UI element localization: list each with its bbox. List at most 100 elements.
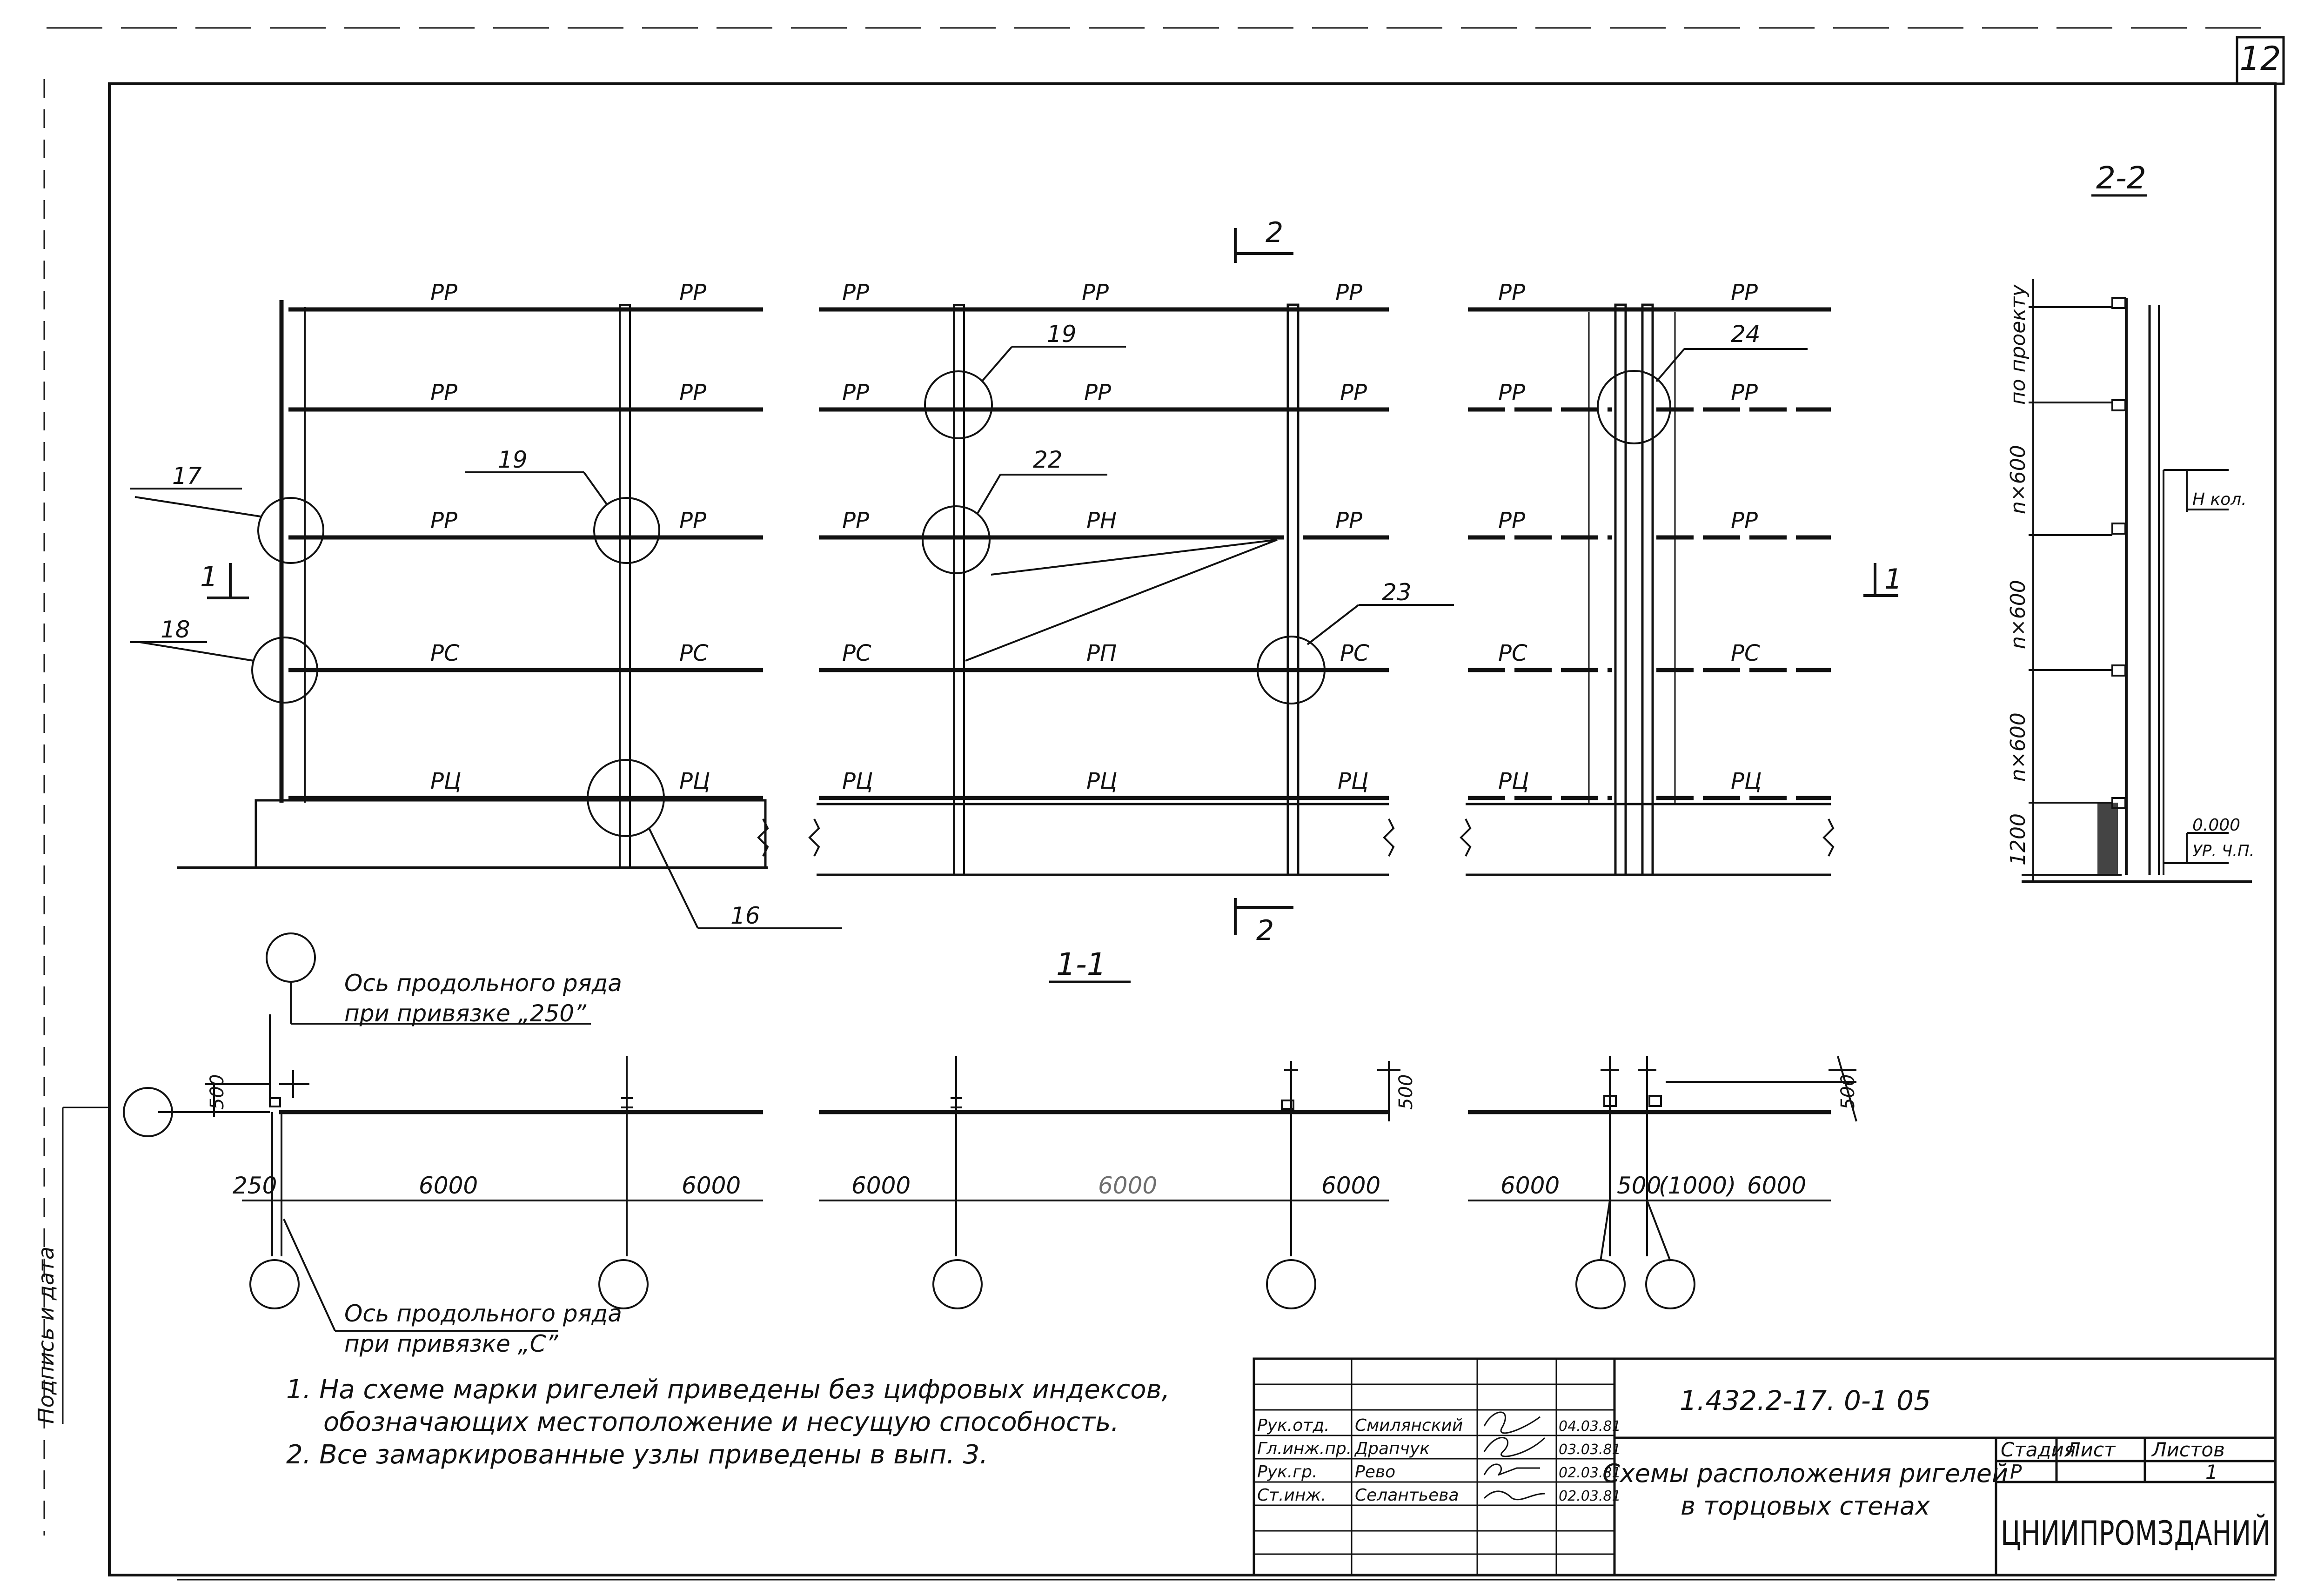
axis-note: при привязке „С” xyxy=(344,1330,559,1357)
riegel-label: РР xyxy=(679,380,706,406)
note-1-line-1: 1. На схеме марки ригелей приведены без … xyxy=(286,1375,1170,1405)
elevation-view: РР РР РР РР РР РР РР РР РР РР РР РР РР Р… xyxy=(130,216,1902,947)
axis-note: Ось продольного ряда xyxy=(344,1300,622,1327)
signature xyxy=(1483,1437,1546,1457)
riegel-label: РЦ xyxy=(1498,768,1529,794)
riegel-label: РН xyxy=(1086,508,1117,534)
dim-label: 1200 xyxy=(2006,813,2030,865)
column xyxy=(1286,303,1300,876)
node-circle xyxy=(1597,370,1671,444)
riegel-label: РЦ xyxy=(1731,768,1762,794)
riegel-label: РП xyxy=(1086,640,1117,666)
riegel-label: РР xyxy=(1082,280,1109,306)
level-mark: УР. Ч.П. xyxy=(2192,842,2254,860)
note-1-line-2: обозначающих местоположение и несущую сп… xyxy=(323,1407,1119,1437)
signature xyxy=(1483,1411,1541,1434)
stamp-stage-label: Стадия xyxy=(2001,1438,2076,1461)
riegel-label: РР xyxy=(1084,380,1111,406)
riegel-label: РР xyxy=(1498,380,1525,406)
riegel-label: РР xyxy=(430,380,457,406)
riegel-label: РР xyxy=(1335,280,1362,306)
riegel-label: РР xyxy=(1731,380,1758,406)
axis-bubble xyxy=(1575,1259,1626,1309)
column xyxy=(1614,303,1627,876)
stamp-sheet-label: Лист xyxy=(2065,1438,2116,1461)
sheet-frame xyxy=(108,82,2277,1576)
node-number: 18 xyxy=(161,616,190,643)
node-number: 24 xyxy=(1731,321,1761,348)
riegel-label: РС xyxy=(679,640,709,666)
axis-note: Ось продольного ряда xyxy=(344,970,622,997)
riegel-label: РС xyxy=(842,640,871,666)
left-margin-strip: Подпись и дата xyxy=(33,79,109,1536)
riegel-label: РР xyxy=(1335,508,1362,534)
stamp-title: Схемы расположения ригелей xyxy=(1602,1459,2008,1488)
dim-label: 6000 xyxy=(1747,1172,1806,1199)
node-number: 19 xyxy=(498,446,528,473)
stamp-date: 02.03.81 xyxy=(1559,1488,1621,1504)
node-circle xyxy=(593,497,660,564)
riegel-label: РР xyxy=(1731,280,1758,306)
riegel-label: РС xyxy=(1340,640,1369,666)
riegel-label: РЦ xyxy=(679,768,710,794)
riegel-label: РР xyxy=(430,280,457,306)
axis-bubble xyxy=(123,1087,173,1137)
riegel-label: РЦ xyxy=(1086,768,1117,794)
riegel-label: РС xyxy=(430,640,460,666)
stamp-code: 1.432.2-17. 0-1 05 xyxy=(1680,1385,1931,1416)
corner-number-box xyxy=(2236,36,2285,85)
stamp-name: Рево xyxy=(1355,1462,1395,1482)
riegel-label: РР xyxy=(1498,508,1525,534)
stamp-name: Селантьева xyxy=(1355,1486,1459,1505)
stamp-role: Рук.гр. xyxy=(1257,1462,1317,1482)
plan-1-1: 1-1 xyxy=(123,932,1859,1357)
riegel-label: РС xyxy=(1498,640,1527,666)
riegel-label: РР xyxy=(842,280,869,306)
node-number: 23 xyxy=(1382,579,1412,606)
column xyxy=(619,304,631,869)
riegel-label: РР xyxy=(1340,380,1367,406)
section-mark: 1 xyxy=(1884,563,1902,596)
stamp-stage: Р xyxy=(2010,1461,2022,1483)
node-circle xyxy=(251,637,318,704)
dim-label: (1000) xyxy=(1659,1172,1736,1199)
section-mark: 1 xyxy=(200,561,218,593)
axis-bubble xyxy=(1266,1259,1316,1309)
axis-note: при привязке „250” xyxy=(344,1000,587,1027)
stamp-role: Рук.отд. xyxy=(1257,1416,1330,1435)
level-mark: H кол. xyxy=(2192,490,2247,509)
corner-number: 12 xyxy=(2239,40,2281,78)
dim-label: 6000 xyxy=(851,1172,911,1199)
section-mark: 2 xyxy=(1266,216,1283,249)
dim-label: 6000 xyxy=(1500,1172,1560,1199)
stamp-name: Смилянский xyxy=(1355,1416,1463,1435)
axis-bubble xyxy=(932,1259,983,1309)
column xyxy=(953,304,965,876)
dim-label: 6000 xyxy=(682,1172,741,1199)
dim-label: 500 xyxy=(1837,1074,1859,1110)
node-circle xyxy=(922,505,991,574)
axis-bubble xyxy=(1645,1259,1695,1309)
node-number: 22 xyxy=(1033,446,1063,473)
node-circle xyxy=(1257,636,1326,704)
stamp-name: Драпчук xyxy=(1354,1439,1430,1458)
node-number: 16 xyxy=(730,902,760,929)
stamp-role: Ст.инж. xyxy=(1257,1486,1326,1505)
section-mark: 2 xyxy=(1256,914,1274,947)
title-block: Рук.отд. Смилянский 04.03.81 Гл.инж.пр. … xyxy=(1253,1357,2277,1576)
dim-label: n×600 xyxy=(2006,445,2030,514)
riegel-label: РР xyxy=(1731,508,1758,534)
stamp-sheets: 1 xyxy=(2205,1461,2218,1483)
section-2-2: 2-2 по проекту n×600 xyxy=(2006,160,2254,883)
note-2: 2. Все замаркированные узлы приведены в … xyxy=(286,1440,988,1470)
column xyxy=(1641,303,1654,876)
riegel-label: РР xyxy=(1498,280,1525,306)
node-number: 17 xyxy=(172,463,202,490)
stamp-date: 02.03.81 xyxy=(1559,1465,1621,1481)
riegel-label: РР xyxy=(842,380,869,406)
dim-label: n×600 xyxy=(2006,580,2030,649)
dim-label: 500 xyxy=(1617,1172,1661,1199)
stamp-date: 03.03.81 xyxy=(1559,1442,1621,1458)
dim-label: n×600 xyxy=(2006,712,2030,782)
